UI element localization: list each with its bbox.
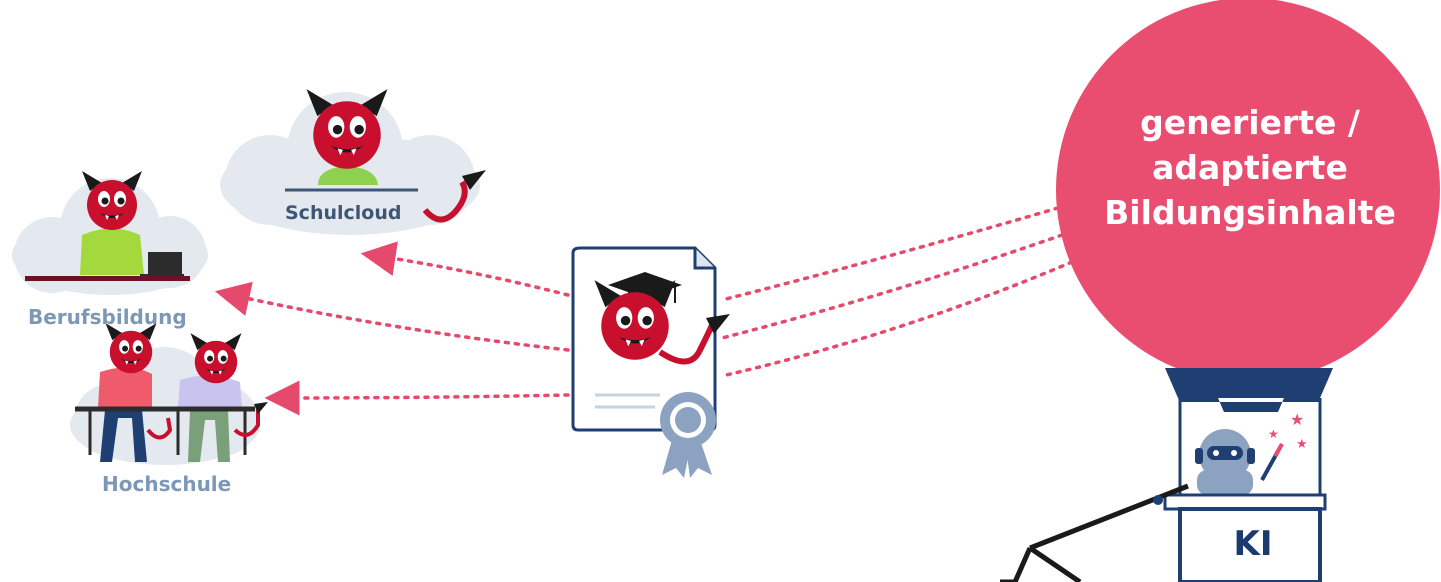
- tether-rope: [1030, 486, 1188, 548]
- balloon-line-1: generierte /: [1075, 100, 1425, 145]
- line-top: [722, 208, 1058, 300]
- balloon-text: generierte / adaptierte Bildungsinhalte: [1075, 100, 1425, 235]
- arrow-to-hochschule: [282, 395, 568, 398]
- person-body: [80, 229, 144, 276]
- certificate-icon: [573, 248, 730, 478]
- robot-icon: [1195, 429, 1255, 495]
- balloon-line-3: Bildungsinhalte: [1075, 190, 1425, 235]
- line-bottom: [722, 262, 1072, 376]
- ki-label: KI: [1183, 524, 1323, 564]
- hochschule-group: [70, 323, 268, 465]
- svg-text:★: ★: [1296, 437, 1308, 452]
- svg-text:★: ★: [1290, 410, 1304, 429]
- berufsbildung-label: Berufsbildung: [28, 305, 187, 329]
- arrow-to-schulcloud: [378, 256, 568, 295]
- rosette-icon: [660, 392, 716, 478]
- berufsbildung-group: [12, 171, 208, 295]
- lines-from-balloon: [722, 208, 1072, 376]
- balloon-line-2: adaptierte: [1075, 145, 1425, 190]
- svg-text:★: ★: [1268, 427, 1279, 441]
- magic-wand-icon: ★ ★ ★: [1262, 410, 1308, 480]
- arrows-to-clouds: [232, 256, 568, 398]
- arrow-to-berufsbildung: [232, 295, 568, 350]
- schulcloud-label: Schulcloud: [285, 202, 401, 224]
- hot-air-balloon: ★ ★ ★: [1000, 0, 1440, 582]
- desk: [25, 276, 190, 281]
- student-1-body: [98, 367, 152, 408]
- anchor-frame: [1000, 548, 1080, 582]
- hochschule-label: Hochschule: [102, 472, 231, 496]
- basket-rim: [1165, 495, 1325, 509]
- balloon-skirt: [1165, 368, 1333, 398]
- line-middle: [722, 235, 1062, 338]
